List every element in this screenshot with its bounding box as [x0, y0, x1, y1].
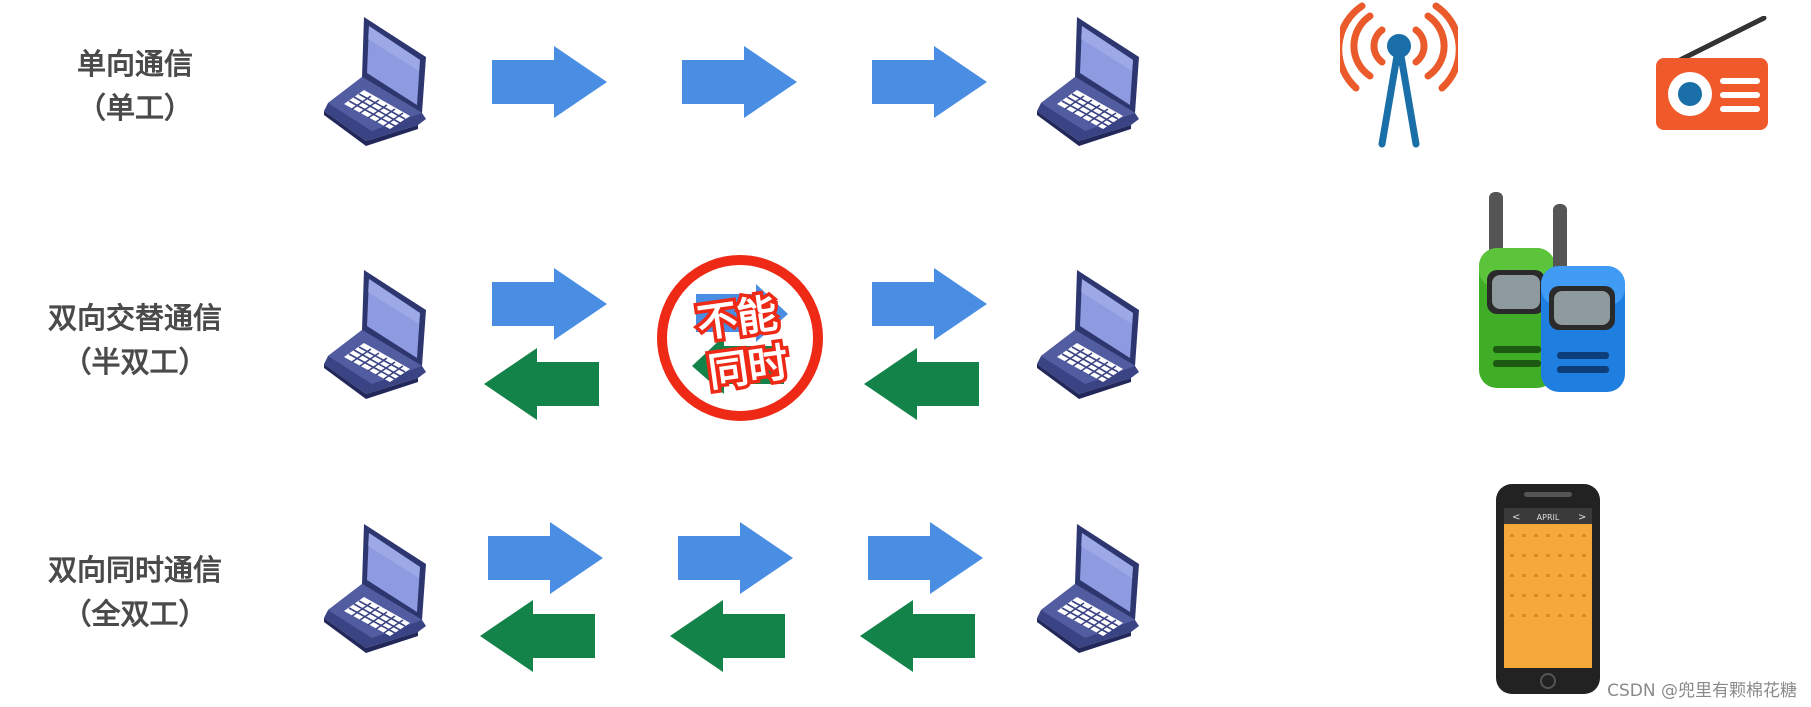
arrow-right-icon — [682, 46, 797, 118]
radio-icon — [1656, 16, 1768, 130]
row-label-half-duplex: 双向交替通信 （半双工） — [20, 296, 250, 384]
row-subtitle: （全双工） — [62, 597, 208, 631]
row-subtitle: （单工） — [76, 91, 193, 125]
arrow-left-icon — [670, 600, 785, 672]
smartphone-icon: < > APRIL — [1496, 484, 1600, 694]
broadcast-antenna-icon — [1340, 2, 1458, 148]
row-label-full-duplex: 双向同时通信 （全双工） — [20, 548, 250, 636]
laptop-icon — [1035, 522, 1165, 657]
row-title: 单向通信 — [76, 47, 193, 81]
arrow-right-icon — [678, 522, 793, 594]
walkie-talkie-icon — [1479, 192, 1625, 392]
laptop-icon — [1035, 268, 1165, 403]
arrow-right-icon — [872, 268, 987, 340]
prohibited-stamp-icon: 不能 同时 — [657, 255, 823, 421]
laptop-icon — [1035, 15, 1165, 150]
arrow-left-icon — [484, 348, 599, 420]
laptop-icon — [322, 268, 452, 403]
laptop-icon — [322, 522, 452, 657]
arrow-left-icon — [480, 600, 595, 672]
row-title: 双向同时通信 — [47, 553, 222, 587]
watermark: CSDN @兜里有颗棉花糖 — [1607, 681, 1797, 701]
arrow-left-icon — [864, 348, 979, 420]
calendar-month: APRIL — [1537, 513, 1560, 522]
svg-text:>: > — [1578, 512, 1586, 523]
arrow-right-icon — [492, 268, 607, 340]
arrow-right-icon — [492, 46, 607, 118]
row-title: 双向交替通信 — [47, 301, 222, 335]
arrow-left-icon — [860, 600, 975, 672]
svg-text:<: < — [1512, 512, 1520, 523]
arrow-right-icon — [872, 46, 987, 118]
arrow-right-icon — [488, 522, 603, 594]
arrow-right-icon — [868, 522, 983, 594]
row-subtitle: （半双工） — [62, 345, 208, 379]
laptop-icon — [322, 15, 452, 150]
row-label-simplex: 单向通信 （单工） — [20, 42, 250, 130]
